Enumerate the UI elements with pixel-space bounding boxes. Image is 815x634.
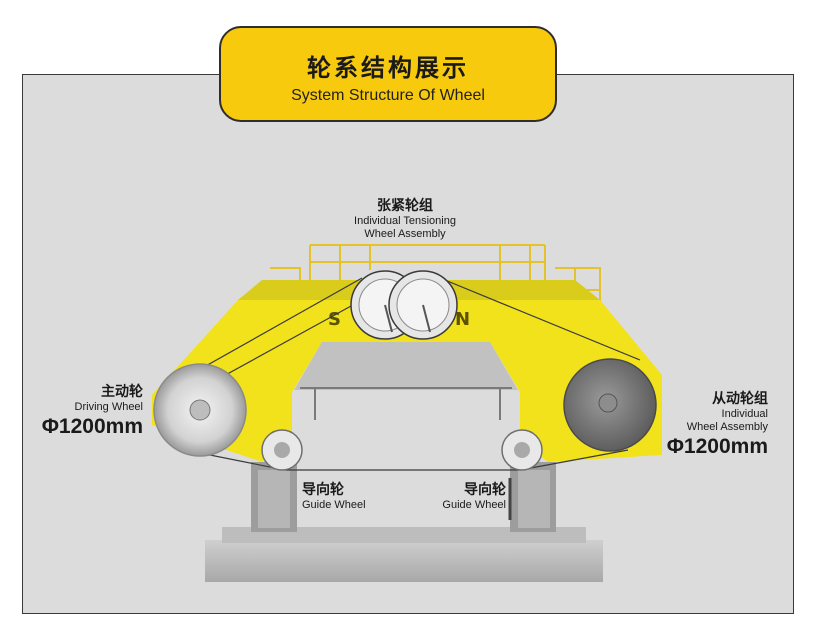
tensioning-wheels xyxy=(350,270,458,340)
svg-text:N: N xyxy=(455,309,470,330)
diagram-panel xyxy=(22,74,794,614)
guide-wheel-left-label: 导向轮 Guide Wheel xyxy=(302,482,392,512)
title-cn: 轮系结构展示 xyxy=(307,54,469,82)
yellow-frame xyxy=(152,300,662,462)
guide-wheel-left xyxy=(261,429,303,471)
tensioning-label-en2: Wheel Assembly xyxy=(364,227,446,240)
driving-label-cn: 主动轮 xyxy=(101,384,143,400)
driving-wheel xyxy=(153,363,247,457)
driven-wheel-label: 从动轮组 Individual Wheel Assembly Φ1200mm xyxy=(660,391,768,459)
driven-label-diameter: Φ1200mm xyxy=(666,435,768,459)
cutting-assembly xyxy=(300,387,512,420)
guide-left-label-cn: 导向轮 xyxy=(302,482,344,498)
title-en: System Structure Of Wheel xyxy=(291,87,485,104)
guide-wheel-right xyxy=(501,429,543,471)
tensioning-label: 张紧轮组 Individual Tensioning Wheel Assembl… xyxy=(320,198,490,241)
driven-label-en2: Wheel Assembly xyxy=(686,420,768,433)
tensioning-label-en1: Individual Tensioning xyxy=(354,214,456,227)
title-badge: 轮系结构展示 System Structure Of Wheel xyxy=(219,26,557,122)
driving-label-diameter: Φ1200mm xyxy=(41,414,143,438)
driving-wheel-label: 主动轮 Driving Wheel Φ1200mm xyxy=(28,384,143,439)
guide-wheel-right-label: 导向轮 Guide Wheel xyxy=(420,482,506,512)
driving-label-en: Driving Wheel xyxy=(74,400,143,413)
frame-inner-shadow xyxy=(294,342,518,390)
machine-base xyxy=(205,527,603,582)
tensioning-label-cn: 张紧轮组 xyxy=(377,198,433,214)
driven-label-en1: Individual xyxy=(721,407,768,420)
frame-opening xyxy=(292,392,520,440)
guide-right-label-en: Guide Wheel xyxy=(442,498,506,511)
guide-left-label-en: Guide Wheel xyxy=(302,498,366,511)
guide-right-label-cn: 导向轮 xyxy=(464,482,506,498)
driven-wheel xyxy=(563,358,657,452)
support-pillars xyxy=(251,462,556,532)
frame-logo: S xyxy=(328,309,341,330)
driven-label-cn: 从动轮组 xyxy=(712,391,768,407)
